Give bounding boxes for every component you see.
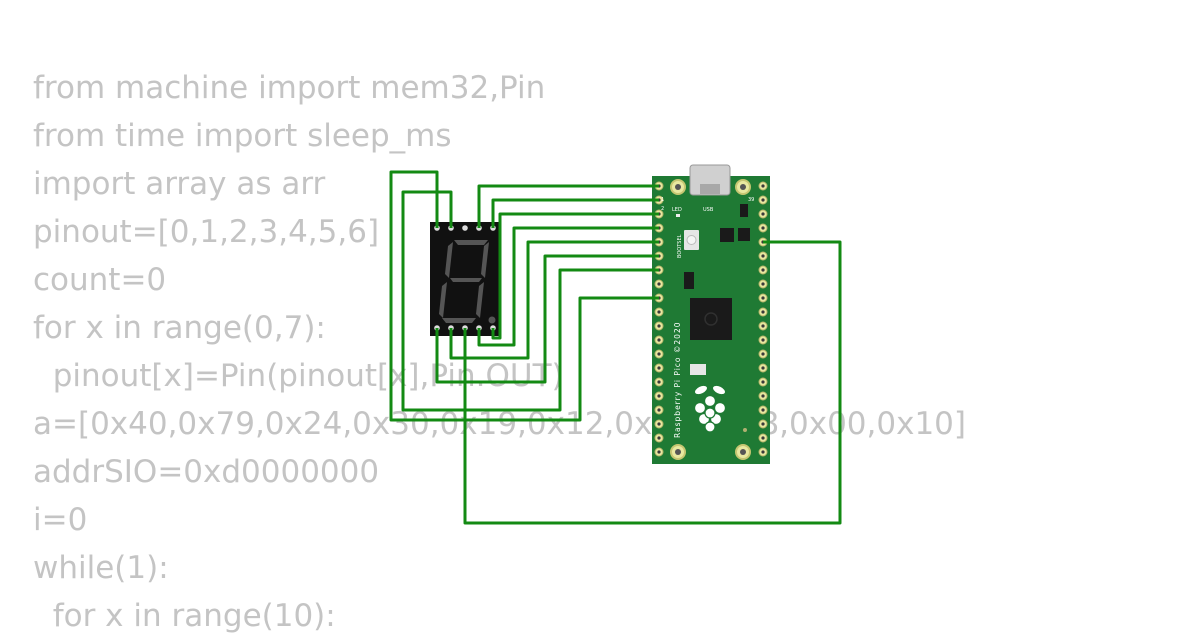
pico-pin-hole bbox=[761, 380, 765, 384]
pico-pads bbox=[654, 181, 768, 457]
code-line: addrSIO=0xd0000000 bbox=[33, 454, 380, 490]
pico-pin-hole bbox=[761, 184, 765, 188]
pico-pin-hole bbox=[657, 366, 661, 370]
pico-pin-hole bbox=[761, 310, 765, 314]
pico-pin-hole bbox=[657, 338, 661, 342]
segment-d bbox=[442, 318, 476, 323]
pico-pin-hole bbox=[761, 450, 765, 454]
test-pad bbox=[690, 364, 706, 375]
code-listing: from machine import mem32,Pin from time i… bbox=[33, 64, 966, 640]
pico-pin-hole bbox=[761, 352, 765, 356]
pico-pin-hole bbox=[657, 422, 661, 426]
code-line: pinout=[0,1,2,3,4,5,6] bbox=[33, 214, 380, 250]
pico-pin-hole bbox=[657, 436, 661, 440]
code-line: import array as arr bbox=[33, 166, 326, 202]
pin1-label: 1 bbox=[661, 197, 664, 203]
led-label: LED bbox=[672, 207, 682, 213]
flash-chip bbox=[684, 272, 694, 289]
usb-port bbox=[700, 184, 720, 194]
code-line: for x in range(0,7): bbox=[33, 310, 326, 346]
pico-pin-hole bbox=[761, 338, 765, 342]
pico-pin-hole bbox=[657, 380, 661, 384]
pico-pin-hole bbox=[657, 282, 661, 286]
wire-d[interactable] bbox=[491, 198, 659, 228]
pico-pin-hole bbox=[761, 198, 765, 202]
code-line: a=[0x40,0x79,0x24,0x30,0x19,0x12,0x02,0x… bbox=[33, 406, 966, 442]
code-line: while(1): bbox=[33, 550, 169, 586]
bootsel-label: BOOTSEL bbox=[677, 234, 683, 258]
code-line: from machine import mem32,Pin bbox=[33, 70, 546, 106]
code-line: i=0 bbox=[33, 502, 88, 538]
segment-f bbox=[445, 242, 453, 278]
pico-pin-hole bbox=[761, 282, 765, 286]
wire-g[interactable] bbox=[477, 226, 659, 347]
segment-b bbox=[481, 242, 489, 278]
pico-pin-hole bbox=[657, 310, 661, 314]
pico-pin-hole bbox=[761, 324, 765, 328]
pico-pin-hole bbox=[657, 408, 661, 412]
regulator bbox=[738, 228, 750, 241]
raspberry-logo-icon bbox=[693, 384, 727, 433]
code-line: count=0 bbox=[33, 262, 167, 298]
pin39-label: 39 bbox=[748, 197, 754, 203]
seven-segment-display[interactable] bbox=[430, 222, 500, 336]
wire-e[interactable] bbox=[435, 254, 659, 384]
led-icon bbox=[676, 214, 680, 217]
wire-f[interactable] bbox=[449, 240, 659, 360]
wire-a[interactable] bbox=[389, 170, 659, 422]
crystal bbox=[720, 228, 734, 242]
wire-c[interactable] bbox=[477, 184, 659, 228]
pico-pin-hole bbox=[761, 254, 765, 258]
pico-pin-hole bbox=[761, 394, 765, 398]
rp2040-chip bbox=[690, 298, 732, 340]
code-line: for x in range(10): bbox=[33, 598, 336, 634]
pico-pin-hole bbox=[657, 394, 661, 398]
pico-pin-hole bbox=[761, 408, 765, 412]
pico-board[interactable]: LED USB 1 2 39 BOOTSEL Raspberry Pi Pico… bbox=[652, 164, 770, 464]
wire-b[interactable] bbox=[401, 190, 659, 412]
pico-pin-hole bbox=[761, 212, 765, 216]
pico-pin-hole bbox=[761, 296, 765, 300]
pico-pin-hole bbox=[761, 436, 765, 440]
usb-label: USB bbox=[703, 207, 714, 213]
pico-pin-hole bbox=[657, 450, 661, 454]
code-line: pinout[x]=Pin(pinout[x],Pin.OUT) bbox=[33, 358, 564, 394]
segment-e bbox=[439, 282, 447, 318]
segment-c bbox=[476, 282, 484, 318]
small-pad bbox=[743, 428, 747, 432]
pico-pin-hole bbox=[761, 268, 765, 272]
wire-gnd[interactable] bbox=[463, 240, 842, 525]
pico-pin-hole bbox=[761, 422, 765, 426]
segment-g bbox=[450, 278, 482, 282]
pico-pin-hole bbox=[657, 352, 661, 356]
wire-h[interactable] bbox=[491, 212, 659, 340]
wires bbox=[389, 170, 842, 525]
display-segments bbox=[439, 240, 496, 324]
smd-component bbox=[740, 204, 748, 217]
display-pin[interactable] bbox=[462, 225, 468, 231]
segment-dp bbox=[488, 316, 496, 324]
pin2-label: 2 bbox=[661, 206, 664, 212]
pico-pin-hole bbox=[657, 324, 661, 328]
segment-a bbox=[454, 240, 488, 245]
pico-pin-hole bbox=[761, 366, 765, 370]
pico-pin-hole bbox=[761, 226, 765, 230]
code-line: from time import sleep_ms bbox=[33, 118, 452, 154]
board-name-label: Raspberry Pi Pico ©2020 bbox=[673, 322, 682, 439]
